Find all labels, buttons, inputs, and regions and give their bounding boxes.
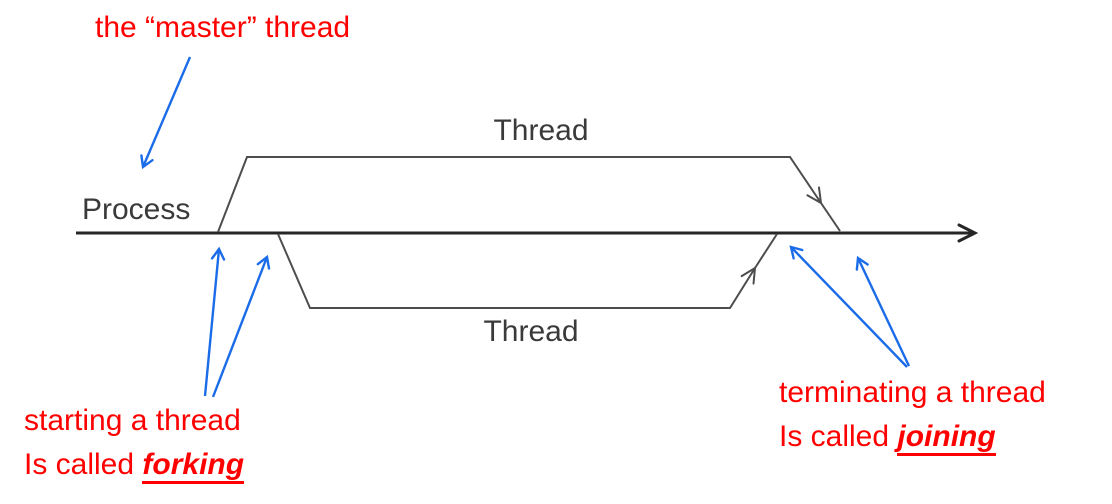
blue-arrow-fork-point-1 bbox=[203, 246, 226, 397]
thread-label-bottom: Thread bbox=[483, 315, 579, 348]
forking-note-line2: Is called forking bbox=[24, 443, 245, 487]
blue-arrow-fork-point-2 bbox=[211, 254, 271, 398]
joining-note-line1: terminating a thread bbox=[779, 376, 1046, 409]
thread-label-top: Thread bbox=[493, 114, 589, 147]
master-thread-note: the “master” thread bbox=[95, 11, 351, 44]
blue-arrow-join-point-1 bbox=[789, 245, 908, 368]
blue-arrow-master-thread bbox=[140, 56, 192, 170]
forking-note: starting a thread Is called forking bbox=[24, 399, 245, 487]
joining-note-line2-prefix: Is called bbox=[779, 420, 898, 453]
forking-note-line1: starting a thread bbox=[24, 404, 241, 437]
joining-keyword: joining bbox=[897, 420, 996, 456]
thread-bottom-path-join-segment bbox=[754, 233, 778, 269]
thread-bottom-path bbox=[277, 233, 757, 309]
joining-note-line2: Is called joining bbox=[779, 415, 1046, 459]
forking-note-line2-prefix: Is called bbox=[24, 448, 143, 481]
forking-keyword: forking bbox=[142, 448, 245, 484]
joining-note: terminating a thread Is called joining bbox=[779, 371, 1046, 459]
thread-top-path-join-segment bbox=[820, 202, 841, 232]
blue-arrow-join-point-2 bbox=[855, 255, 911, 367]
process-label: Process bbox=[82, 193, 191, 226]
thread-top-path bbox=[217, 156, 823, 233]
